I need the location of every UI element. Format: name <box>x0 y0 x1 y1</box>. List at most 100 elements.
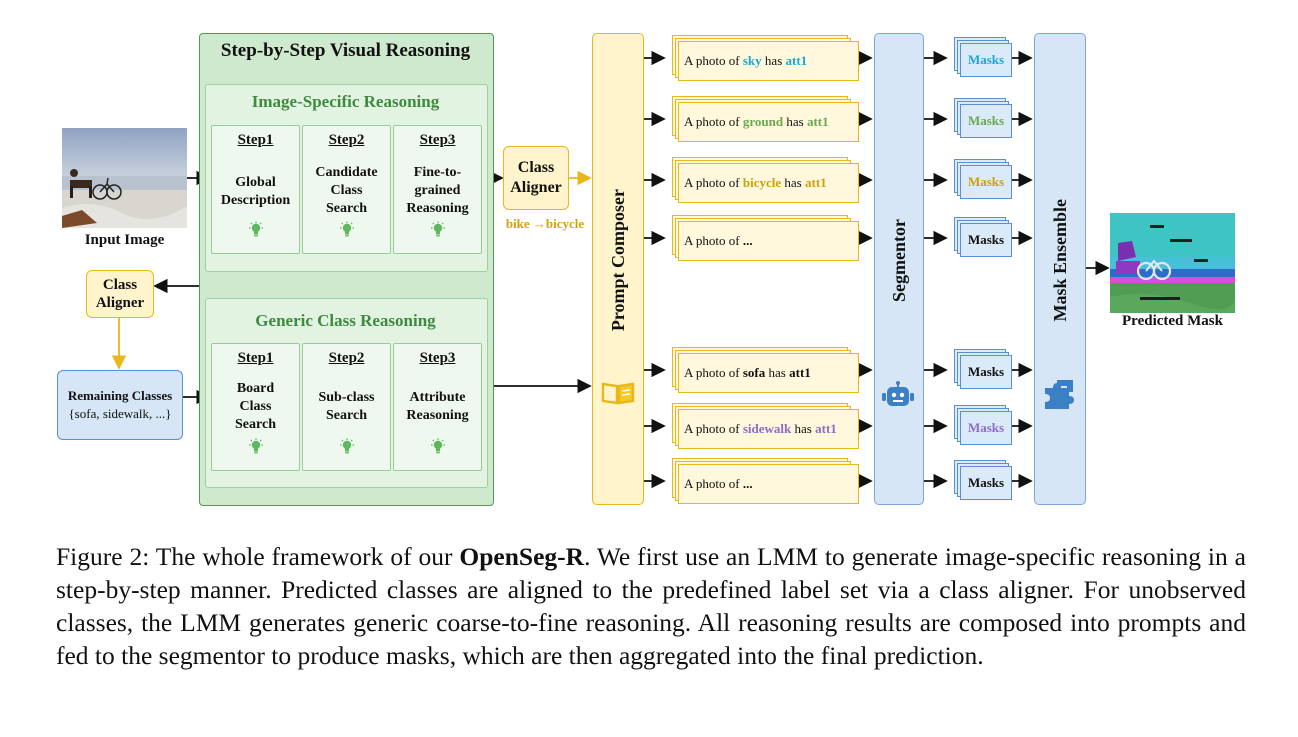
input-photo-art <box>62 128 187 228</box>
image-step-2: Step2 Candidate Class Search <box>302 125 391 254</box>
step-line: Class <box>330 183 363 198</box>
image-specific-title: Image-Specific Reasoning <box>251 92 440 111</box>
prompt-prefix: A photo of <box>684 53 743 68</box>
prompt-card: A photo of ... <box>678 221 859 261</box>
prompt-has: has <box>791 421 816 436</box>
prompt-composer-label: Prompt Composer <box>607 188 628 332</box>
step-description: Sub-class Search <box>303 389 390 425</box>
mask-label: Masks <box>967 475 1005 490</box>
prompt-prefix: A photo of <box>684 175 743 190</box>
prompt-composer-column <box>592 33 644 505</box>
step-title: Step2 <box>328 350 365 366</box>
lightbulb-icon <box>303 438 390 456</box>
class-aligner-label: Aligner <box>95 295 145 311</box>
class-aligner-label: Class <box>102 277 138 293</box>
prompt-has: has <box>765 365 790 380</box>
step-line: Candidate <box>315 165 378 180</box>
step-title: Step1 <box>237 132 274 148</box>
mask-card-stack: Masks <box>944 457 1014 503</box>
prompt-composer-label-wrap: Prompt Composer <box>592 150 644 370</box>
mask-label: Masks <box>967 174 1005 189</box>
remaining-classes-items: {sofa, sidewalk, ...} <box>68 406 172 421</box>
prompt-prefix: A photo of <box>684 421 743 436</box>
step-description: Candidate Class Search <box>303 164 390 218</box>
step-line: Reasoning <box>406 408 469 423</box>
prompt-class: sidewalk <box>742 421 792 436</box>
mask-ensemble-label-wrap: Mask Ensemble <box>1034 150 1086 370</box>
mask-label: Masks <box>967 420 1005 435</box>
step-line: Fine-to- <box>413 165 462 180</box>
class-aligner-top: Class Aligner <box>503 146 569 210</box>
prompt-prefix: A photo of <box>684 476 743 491</box>
prompt-card-stack: A photo of sidewalk has att1 <box>668 401 859 451</box>
prompt-has: has <box>783 114 807 129</box>
step-line: Description <box>220 193 291 208</box>
prompt-card-stack: A photo of bicycle has att1 <box>668 155 859 205</box>
segmentor-label-wrap: Segmentor <box>874 160 924 360</box>
mask-label: Masks <box>967 52 1005 67</box>
step-description: Fine-to- grained Reasoning <box>394 164 481 218</box>
step-line: Search <box>235 417 276 432</box>
step-title: Step3 <box>419 350 456 366</box>
robot-icon <box>882 381 914 406</box>
step-line: Class <box>239 399 272 414</box>
figure-caption: Figure 2: The whole framework of our Ope… <box>56 540 1246 672</box>
step-line: grained <box>414 183 461 198</box>
prompt-class: bicycle <box>742 175 782 190</box>
step-line: Search <box>326 408 367 423</box>
prompt-card: A photo of ground has att1 <box>678 102 859 142</box>
step-description: Global Description <box>212 174 299 210</box>
generic-reasoning-title: Generic Class Reasoning <box>255 311 436 330</box>
prompt-attribute: att1 <box>815 421 837 436</box>
class-aligner-label: Aligner <box>510 179 562 196</box>
input-image-label: Input Image <box>84 232 165 248</box>
prompt-card-stack: A photo of ... <box>668 456 859 506</box>
mask-card: Masks <box>960 165 1012 199</box>
predicted-mask-label: Predicted Mask <box>1122 313 1223 329</box>
book-icon <box>601 382 635 405</box>
visual-reasoning-title: Step-by-Step Visual Reasoning <box>220 40 471 61</box>
prompt-class: ground <box>742 114 784 129</box>
image-step-1: Step1 Global Description <box>211 125 300 254</box>
mask-card: Masks <box>960 411 1012 445</box>
mask-label: Masks <box>967 113 1005 128</box>
mask-card-stack: Masks <box>944 156 1014 202</box>
prompt-has: has <box>761 53 786 68</box>
remaining-classes-box: Remaining Classes {sofa, sidewalk, ...} <box>57 370 183 440</box>
prompt-class: ... <box>742 476 753 491</box>
prompt-card: A photo of bicycle has att1 <box>678 163 859 203</box>
mask-card: Masks <box>960 104 1012 138</box>
lightbulb-icon <box>212 221 299 239</box>
mask-card-stack: Masks <box>944 402 1014 448</box>
generic-step-1: Step1 Board Class Search <box>211 343 300 471</box>
mask-card-stack: Masks <box>944 214 1014 260</box>
lightbulb-icon <box>212 438 299 456</box>
caption-text-1: The whole framework of our <box>149 542 460 571</box>
prompt-prefix: A photo of <box>684 365 743 380</box>
step-line: Reasoning <box>406 201 469 216</box>
remaining-classes-title: Remaining Classes <box>67 388 173 403</box>
prompt-prefix: A photo of <box>684 233 743 248</box>
caption-text-2: . We first use an LMM to generate image-… <box>56 542 1246 670</box>
lightbulb-icon <box>394 438 481 456</box>
mask-label: Masks <box>967 364 1005 379</box>
step-line: Attribute <box>409 390 466 405</box>
step-line: Board <box>236 381 275 396</box>
mask-card-stack: Masks <box>944 34 1014 80</box>
input-image <box>62 128 187 228</box>
prompt-card-stack: A photo of sky has att1 <box>668 33 859 83</box>
predicted-mask-art <box>1110 213 1235 313</box>
step-line: Search <box>326 201 367 216</box>
class-aligner-example: bike →bicycle <box>505 216 585 231</box>
prompt-card-stack: A photo of ... <box>668 213 859 263</box>
prompt-card-stack: A photo of sofa has att1 <box>668 345 859 395</box>
step-description: Attribute Reasoning <box>394 389 481 425</box>
prompt-prefix: A photo of <box>684 114 743 129</box>
prompt-class: sofa <box>742 365 766 380</box>
prompt-class: sky <box>742 53 762 68</box>
step-title: Step3 <box>419 132 456 148</box>
prompt-class: ... <box>742 233 753 248</box>
prompt-attribute: att1 <box>785 53 808 68</box>
step-line: Global <box>235 175 276 190</box>
class-aligner-label: Class <box>517 159 555 176</box>
